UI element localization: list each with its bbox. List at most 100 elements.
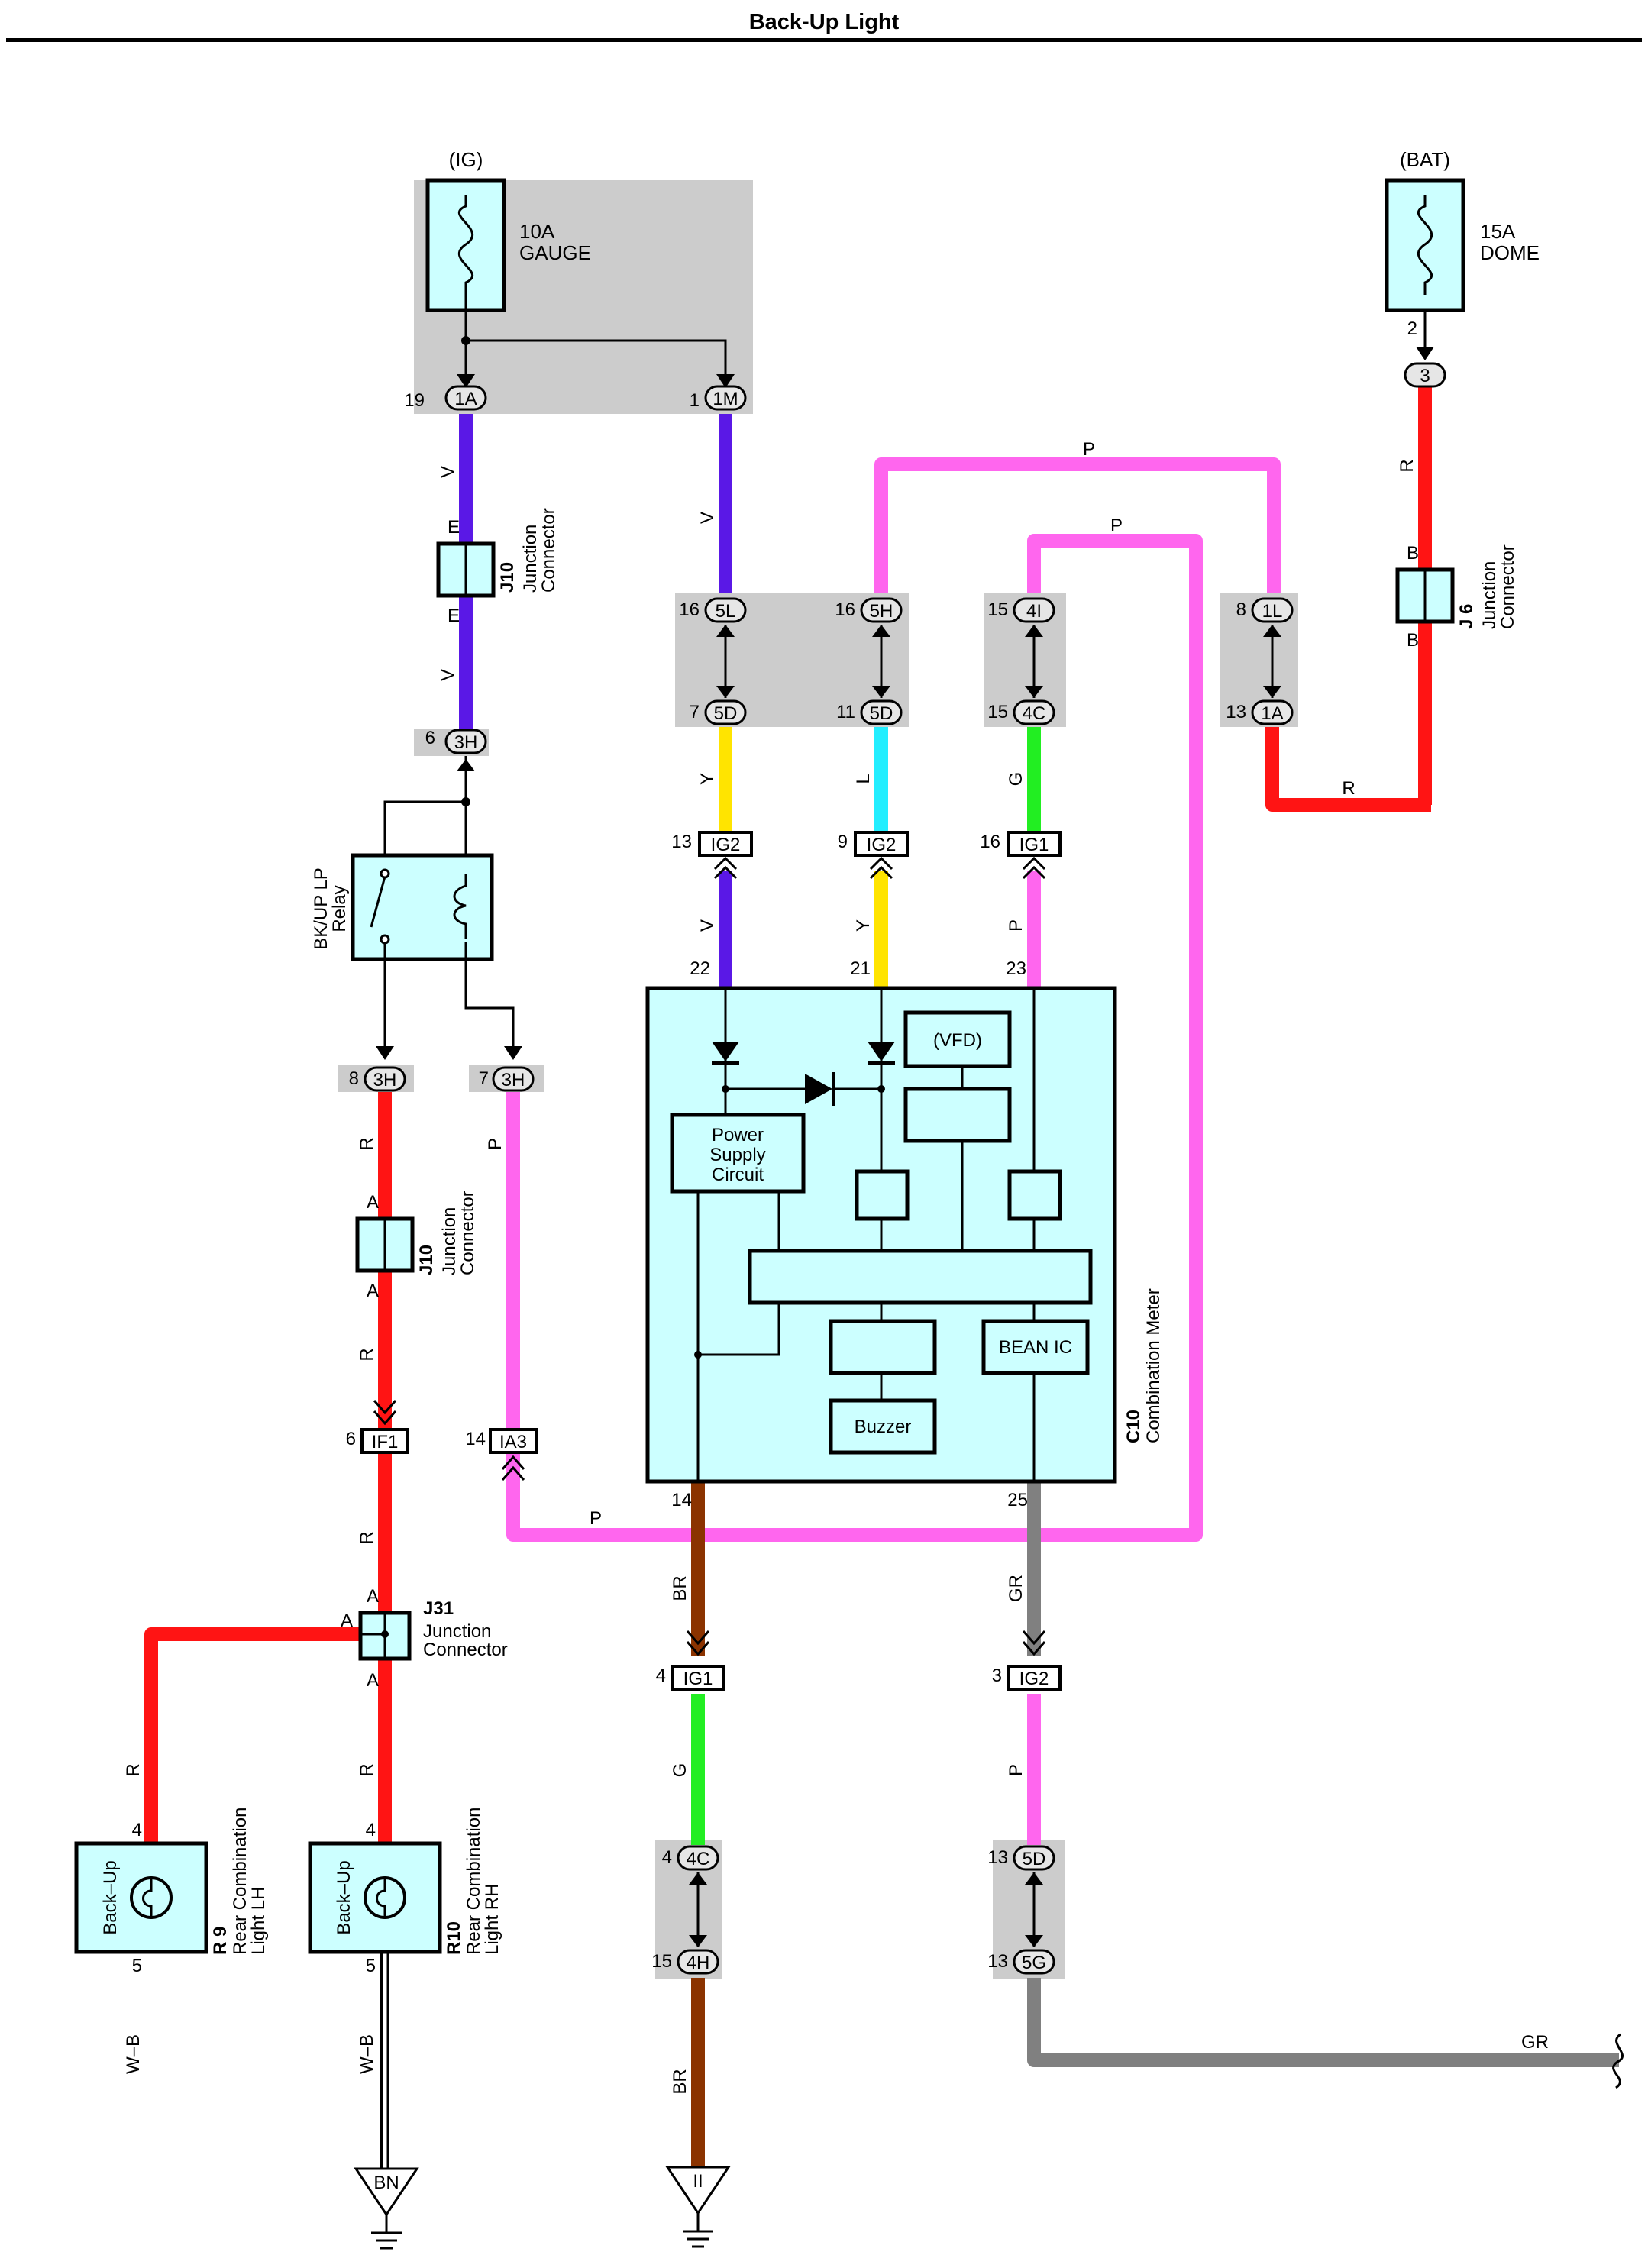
svg-text:4: 4 — [656, 1665, 666, 1686]
svg-text:23: 23 — [1006, 958, 1026, 979]
svg-text:5L: 5L — [716, 601, 736, 622]
svg-text:V: V — [697, 919, 718, 932]
svg-text:Junction: Junction — [423, 1621, 491, 1642]
svg-text:13: 13 — [987, 1847, 1008, 1868]
svg-text:Light RH: Light RH — [482, 1884, 502, 1955]
svg-text:Back–Up: Back–Up — [100, 1860, 121, 1934]
junction-j10-lower[interactable]: A A J10 Junction Connector — [355, 1191, 478, 1301]
svg-text:Combination Meter: Combination Meter — [1143, 1288, 1164, 1443]
combination-meter[interactable]: 22 21 23 14 25 Power Supply Circuit — [645, 958, 1164, 1510]
svg-text:J10: J10 — [497, 562, 518, 593]
conn-5l-5d: 16 5L 7 5D — [679, 597, 747, 725]
bat-source-label: (BAT) — [1400, 148, 1450, 171]
wire-p-loop — [506, 534, 1203, 1542]
svg-text:5H: 5H — [870, 601, 893, 622]
dome-pin: 2 — [1407, 318, 1417, 339]
wire-p-top — [874, 457, 1281, 593]
svg-text:Connector: Connector — [1498, 544, 1518, 629]
svg-text:GR: GR — [1521, 2032, 1549, 2053]
svg-text:R: R — [1342, 778, 1355, 799]
svg-text:Junction: Junction — [1479, 561, 1500, 629]
wb-wires — [149, 1952, 389, 2169]
svg-text:4: 4 — [132, 1820, 142, 1840]
svg-text:IG2: IG2 — [867, 835, 897, 855]
junction-j6[interactable]: B B J 6 Junction Connector — [1395, 543, 1518, 651]
svg-text:W–B: W–B — [123, 2034, 144, 2074]
pin-1m: 1 1M — [690, 385, 747, 411]
svg-text:IG1: IG1 — [683, 1669, 713, 1689]
svg-text:B: B — [1407, 543, 1419, 564]
conn-4c-4h: 4 4C 15 4H — [651, 1845, 719, 1975]
svg-text:P: P — [1006, 1764, 1026, 1776]
junction-j10-top[interactable]: E E J10 Junction Connector — [436, 508, 559, 626]
svg-text:V: V — [438, 466, 458, 478]
svg-text:R: R — [357, 1348, 377, 1361]
svg-text:9: 9 — [838, 832, 848, 852]
wire-break-icon — [1612, 2033, 1624, 2089]
svg-text:14: 14 — [671, 1490, 692, 1510]
svg-text:Connector: Connector — [457, 1191, 478, 1275]
svg-text:16: 16 — [679, 599, 700, 620]
svg-text:15: 15 — [987, 702, 1008, 722]
svg-text:7: 7 — [479, 1068, 489, 1089]
svg-text:16: 16 — [835, 599, 855, 620]
svg-text:13: 13 — [671, 832, 692, 852]
svg-text:J31: J31 — [423, 1598, 454, 1619]
svg-text:19: 19 — [404, 390, 425, 411]
svg-text:R 9: R 9 — [210, 1927, 231, 1955]
conn-ig1-16: 16 IG1 — [980, 831, 1062, 880]
lamp-r10[interactable]: 4 Back–Up 5 R10 Rear Combination Light R… — [308, 1808, 502, 1976]
svg-text:R: R — [1397, 459, 1417, 472]
svg-text:A: A — [367, 1670, 379, 1691]
svg-text:3: 3 — [1420, 366, 1430, 386]
svg-text:5D: 5D — [870, 703, 893, 724]
svg-text:E: E — [448, 606, 460, 626]
svg-text:13: 13 — [1226, 702, 1246, 722]
svg-text:Junction: Junction — [439, 1207, 460, 1275]
ground-bn: BN — [354, 2167, 419, 2250]
svg-text:15: 15 — [651, 1951, 672, 1972]
junction-j31[interactable]: A A A J31 Junction Connector — [341, 1586, 508, 1691]
relay[interactable]: BK/UP LP Relay — [311, 756, 522, 1060]
svg-text:II: II — [693, 2171, 703, 2192]
svg-text:R: R — [357, 1531, 377, 1544]
svg-text:E: E — [448, 517, 460, 538]
svg-text:1A: 1A — [1261, 703, 1283, 724]
lamp-r9[interactable]: 4 Back–Up 5 R 9 Rear Combination Light L… — [74, 1808, 269, 1976]
conn-ig1-4: 4 IG1 — [656, 1630, 725, 1691]
svg-text:(VFD): (VFD) — [933, 1030, 982, 1051]
svg-text:4H: 4H — [687, 1953, 710, 1973]
svg-text:BN: BN — [373, 2173, 399, 2193]
svg-text:GR: GR — [1006, 1575, 1026, 1602]
svg-text:A: A — [367, 1192, 379, 1213]
svg-text:21: 21 — [850, 958, 871, 979]
conn-3h-right: 7 3H — [479, 1066, 535, 1092]
pin-bat-3: 3 — [1404, 362, 1446, 388]
svg-text:R10: R10 — [444, 1921, 464, 1955]
wire-r-lh — [144, 1627, 371, 1843]
svg-text:Y: Y — [697, 773, 718, 785]
svg-text:IG2: IG2 — [1019, 1669, 1049, 1689]
svg-text:Power: Power — [712, 1125, 764, 1145]
svg-text:IG1: IG1 — [1019, 835, 1049, 855]
wire-codes: V V V R P P R Y L G V Y P R P R R P BR G… — [123, 439, 1549, 2095]
svg-text:5: 5 — [366, 1956, 376, 1976]
svg-text:4: 4 — [662, 1847, 672, 1868]
svg-text:R: R — [357, 1763, 377, 1776]
wire-r-1a — [1265, 727, 1431, 812]
svg-text:3H: 3H — [502, 1070, 525, 1090]
conn-3h-left: 8 3H — [349, 1066, 406, 1092]
svg-text:Rear Combination: Rear Combination — [464, 1808, 484, 1955]
svg-text:3H: 3H — [454, 732, 478, 753]
svg-text:P: P — [1006, 919, 1026, 932]
svg-text:L: L — [853, 774, 874, 783]
svg-text:A: A — [367, 1586, 379, 1607]
svg-text:R: R — [357, 1137, 377, 1150]
svg-text:6: 6 — [425, 728, 435, 748]
svg-text:C10: C10 — [1123, 1410, 1144, 1443]
svg-text:1: 1 — [690, 390, 700, 411]
svg-text:7: 7 — [690, 702, 700, 722]
wire-gr-out — [1027, 1978, 1619, 2067]
fuse-gauge-amp: 10A — [519, 220, 555, 243]
